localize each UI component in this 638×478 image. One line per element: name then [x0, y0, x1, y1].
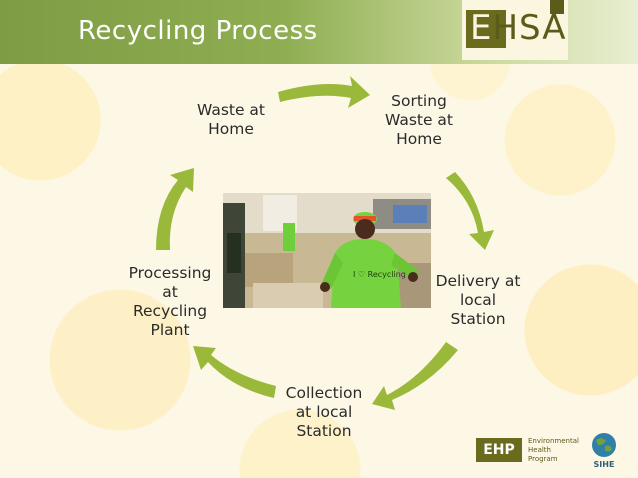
ehp-box: EHP	[476, 438, 522, 462]
slide-title: Recycling Process	[78, 16, 318, 46]
logo-corner	[550, 0, 564, 14]
sihe-label: SIHE	[594, 460, 615, 469]
arrow-top	[278, 76, 370, 108]
recycling-worker-photo: I ♡ Recycling	[223, 193, 431, 308]
ehsa-logo: EHSA	[462, 0, 568, 60]
step-sorting: Sorting Waste at Home	[384, 92, 454, 148]
step-collection: Collection at local Station	[285, 384, 363, 440]
ehp-program-text: Environmental Health Program	[528, 437, 579, 463]
step-delivery: Delivery at local Station	[435, 272, 521, 328]
step-waste-at-home: Waste at Home	[196, 101, 266, 138]
logo-text: EHSA	[470, 8, 567, 48]
sihe-globe-logo: SIHE	[592, 433, 616, 469]
arrow-right	[446, 172, 494, 250]
logo-block	[466, 10, 506, 48]
arrow-left	[156, 168, 194, 250]
arrow-bottom-right	[372, 342, 458, 410]
shirt-text: I ♡ Recycling	[353, 270, 406, 279]
photo-illustration: I ♡ Recycling	[223, 193, 431, 308]
arrow-bottom-left	[193, 346, 276, 398]
header-bar: Recycling Process EHSA	[0, 0, 638, 64]
step-processing: Processing at Recycling Plant	[128, 264, 212, 339]
